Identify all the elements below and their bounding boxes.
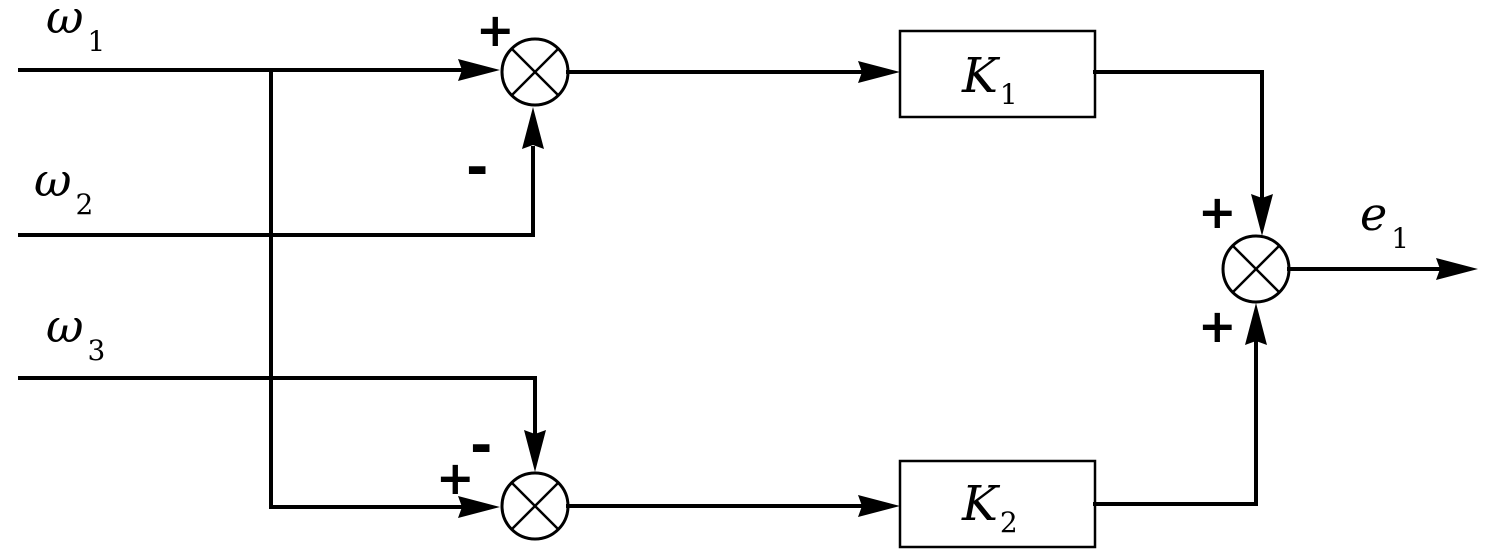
sign-sum-top-minus: - [466, 136, 488, 199]
wire-k2-to-sum-right [1093, 338, 1258, 506]
wire-omega1-branch [269, 68, 464, 509]
arrow-k2-to-sum-right [1245, 303, 1267, 345]
sum-junction-bottom [500, 471, 570, 541]
block-k1: K1 [898, 29, 1097, 119]
wire-omega3 [18, 376, 537, 440]
sum-junction-top [500, 37, 570, 107]
sign-sum-top-plus: + [476, 3, 515, 57]
arrow-omega1-to-sum-top [458, 59, 500, 81]
block-k1-label: K1 [961, 48, 1018, 111]
block-k2-label: K2 [961, 476, 1018, 539]
sign-sum-bottom-minus: - [470, 414, 492, 477]
block-k2: K2 [898, 459, 1097, 549]
arrow-omega2-to-sum-top [522, 107, 544, 149]
sign-sum-right-plus-bottom: + [1198, 299, 1237, 353]
arrow-omega1-to-sum-bottom [458, 496, 500, 518]
arrow-to-k2 [858, 495, 900, 517]
arrow-omega3-to-sum-bottom [524, 430, 546, 472]
sign-sum-right-plus-top: + [1198, 185, 1237, 239]
arrow-output [1436, 258, 1478, 280]
sum-junction-right [1221, 234, 1291, 304]
arrow-to-k1 [858, 61, 900, 83]
sign-sum-bottom-plus: + [436, 451, 475, 505]
wire-omega2 [18, 146, 535, 237]
wire-k1-to-sum-right [1093, 70, 1264, 202]
arrow-k1-to-sum-right [1251, 194, 1273, 236]
